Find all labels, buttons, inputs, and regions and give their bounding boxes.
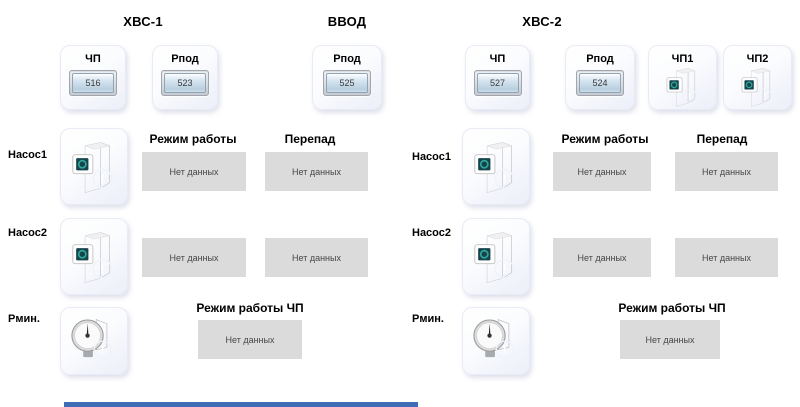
hvs1-nasos1-icon-card[interactable] xyxy=(60,128,128,205)
hvs2-perepad-header: Перепад xyxy=(696,132,748,146)
hvs2-nasos2-rezhim-status: Нет данных xyxy=(553,238,651,277)
hvs2-chp-rezhim-status: Нет данных xyxy=(620,320,720,359)
hvs2-chp-value: 527 xyxy=(476,73,519,93)
hvs1-nasos2-perepad-status: Нет данных xyxy=(265,238,368,277)
hvs1-rezhim-chp-header: Режим работы ЧП xyxy=(196,301,304,315)
hvs2-nasos2-label: Насос2 xyxy=(412,227,451,239)
hvs1-perepad-header: Перепад xyxy=(284,132,336,146)
bottom-accent-bar xyxy=(64,402,418,407)
hvs2-nasos1-rezhim-status: Нет данных xyxy=(553,152,651,191)
vfd-drive-icon xyxy=(65,227,123,287)
hvs2-nasos1-perepad-status: Нет данных xyxy=(675,152,778,191)
hvs1-rmin-label: Рмин. xyxy=(8,313,40,325)
hvs2-rpod-card[interactable]: Рпод 524 xyxy=(565,45,635,110)
hvs1-nasos2-icon-card[interactable] xyxy=(60,218,128,295)
vfd-drive-icon xyxy=(65,137,123,197)
hvs2-rezhim-chp-header: Режим работы ЧП xyxy=(618,301,726,315)
vfd-drive-icon xyxy=(467,137,525,197)
hvs1-nasos1-rezhim-status: Нет данных xyxy=(142,152,246,191)
hvs2-chp-display: 527 xyxy=(473,70,522,96)
pressure-gauge-icon xyxy=(468,313,524,369)
hvs2-rezhim-header: Режим работы xyxy=(561,132,649,146)
hvs1-nasos2-label: Насос2 xyxy=(8,227,47,239)
hvs2-chp1-label: ЧП1 xyxy=(671,53,694,65)
hvs1-rpod-display: 523 xyxy=(161,70,209,96)
section-title-vvod: ВВОД xyxy=(327,14,367,29)
vvod-rpod-card[interactable]: Рпод 525 xyxy=(312,45,382,110)
hvs2-rmin-icon-card[interactable] xyxy=(462,307,530,375)
hvs1-chp-display: 516 xyxy=(69,70,117,96)
vfd-drive-icon xyxy=(661,65,705,109)
hvs1-rpod-card[interactable]: Рпод 523 xyxy=(152,45,218,110)
hvs1-nasos1-perepad-status: Нет данных xyxy=(265,152,368,191)
hvs2-nasos2-icon-card[interactable] xyxy=(462,218,530,295)
hvs2-rpod-display: 524 xyxy=(576,70,624,96)
hvs2-rpod-value: 524 xyxy=(579,73,621,93)
hvs1-rmin-icon-card[interactable] xyxy=(60,307,128,375)
vvod-rpod-display: 525 xyxy=(323,70,371,96)
hvs1-chp-value: 516 xyxy=(72,73,114,93)
hvs1-rezhim-header: Режим работы xyxy=(149,132,237,146)
hvs2-nasos1-label: Насос1 xyxy=(412,151,451,163)
vfd-drive-icon xyxy=(736,65,780,109)
pressure-gauge-icon xyxy=(66,313,122,369)
hvs1-chp-card[interactable]: ЧП 516 xyxy=(60,45,126,110)
hvs2-chp-label: ЧП xyxy=(489,53,506,65)
vvod-rpod-value: 525 xyxy=(326,73,368,93)
hvs1-chp-label: ЧП xyxy=(85,53,101,65)
hvs1-nasos1-label: Насос1 xyxy=(8,149,47,161)
hvs1-rpod-value: 523 xyxy=(164,73,206,93)
hvs1-nasos2-rezhim-status: Нет данных xyxy=(142,238,246,277)
hvs2-rpod-label: Рпод xyxy=(586,53,614,65)
vfd-drive-icon xyxy=(467,227,525,287)
section-title-hvs2: ХВС-2 xyxy=(522,14,562,29)
hvs2-nasos1-icon-card[interactable] xyxy=(462,128,530,205)
section-title-hvs1: ХВС-1 xyxy=(123,14,163,29)
hvs2-chp1-card[interactable]: ЧП1 xyxy=(648,45,717,110)
hvs2-chp-card[interactable]: ЧП 527 xyxy=(465,45,530,110)
hvs2-rmin-label: Рмин. xyxy=(412,313,444,325)
vvod-rpod-label: Рпод xyxy=(333,53,361,65)
hvs2-nasos2-perepad-status: Нет данных xyxy=(675,238,778,277)
hvs2-chp2-label: ЧП2 xyxy=(746,53,769,65)
hvs1-chp-rezhim-status: Нет данных xyxy=(198,320,302,359)
hvs2-chp2-card[interactable]: ЧП2 xyxy=(723,45,792,110)
hvs1-rpod-label: Рпод xyxy=(171,53,199,65)
